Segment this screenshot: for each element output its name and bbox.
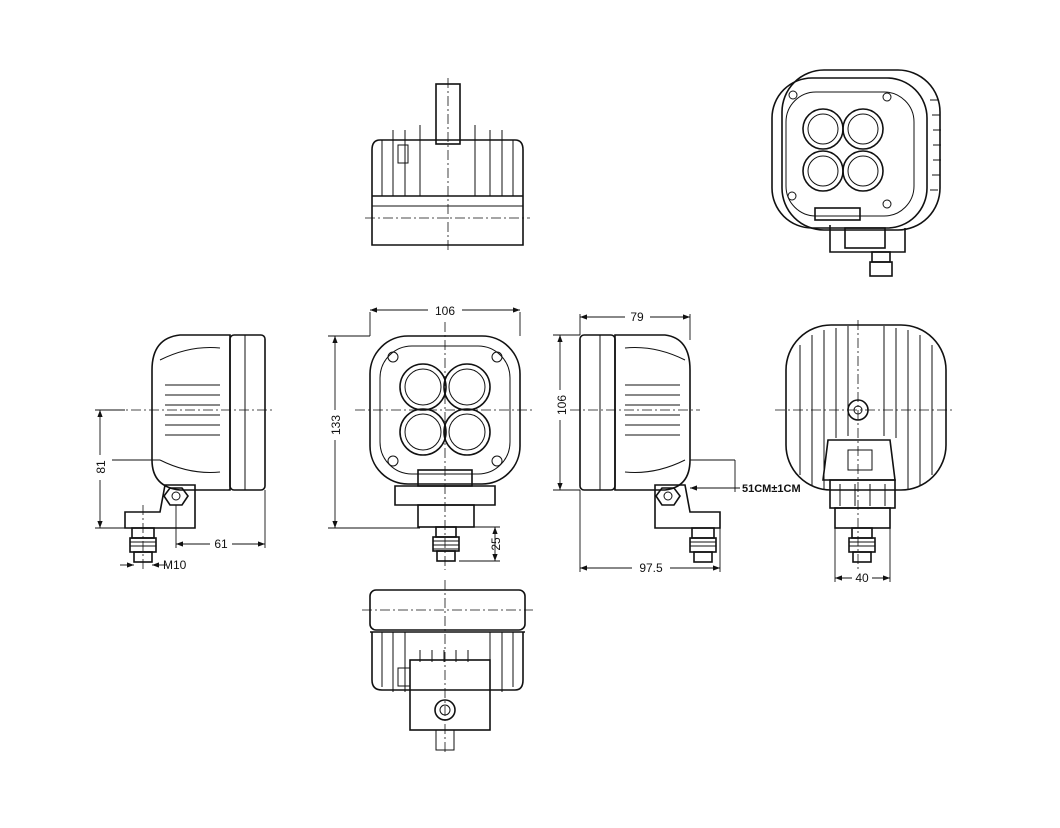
dimension-front-height: 133	[328, 335, 420, 529]
dimension-thread: M10	[120, 558, 187, 572]
dimension-front-width: 106	[369, 304, 521, 336]
dimension-overall-depth: 97.5	[579, 490, 721, 575]
dim-label-bracket-height: 81	[94, 460, 108, 474]
dim-label-overall-depth: 97.5	[639, 561, 663, 575]
dimension-side-height: 106	[553, 334, 580, 491]
dim-label-rear-bracket-width: 40	[855, 571, 869, 585]
dimension-bracket-height: 81	[94, 409, 125, 529]
dim-label-thread: M10	[163, 558, 187, 572]
dimension-connector-length: 25	[459, 526, 503, 562]
dim-label-side-height: 106	[555, 395, 569, 415]
dimension-side-depth: 79	[579, 310, 691, 340]
dimension-rear-bracket-width: 40	[834, 528, 891, 585]
dim-label-bracket-depth: 61	[214, 537, 228, 551]
dimension-cable-length: 51CM±1CM	[690, 460, 801, 495]
dim-label-front-height: 133	[329, 415, 343, 435]
rear-view	[775, 320, 955, 570]
front-view	[355, 322, 535, 570]
top-view	[365, 78, 530, 250]
dimension-bracket-depth: 61	[175, 490, 266, 551]
right-side-view	[570, 334, 735, 563]
left-side-view	[95, 334, 275, 570]
dim-label-side-depth: 79	[630, 310, 644, 324]
dim-label-cable-length: 51CM±1CM	[742, 483, 801, 495]
bottom-view	[362, 580, 533, 755]
dim-label-front-width: 106	[435, 304, 455, 318]
dim-label-connector-length: 25	[489, 537, 503, 551]
perspective-view	[771, 69, 941, 277]
